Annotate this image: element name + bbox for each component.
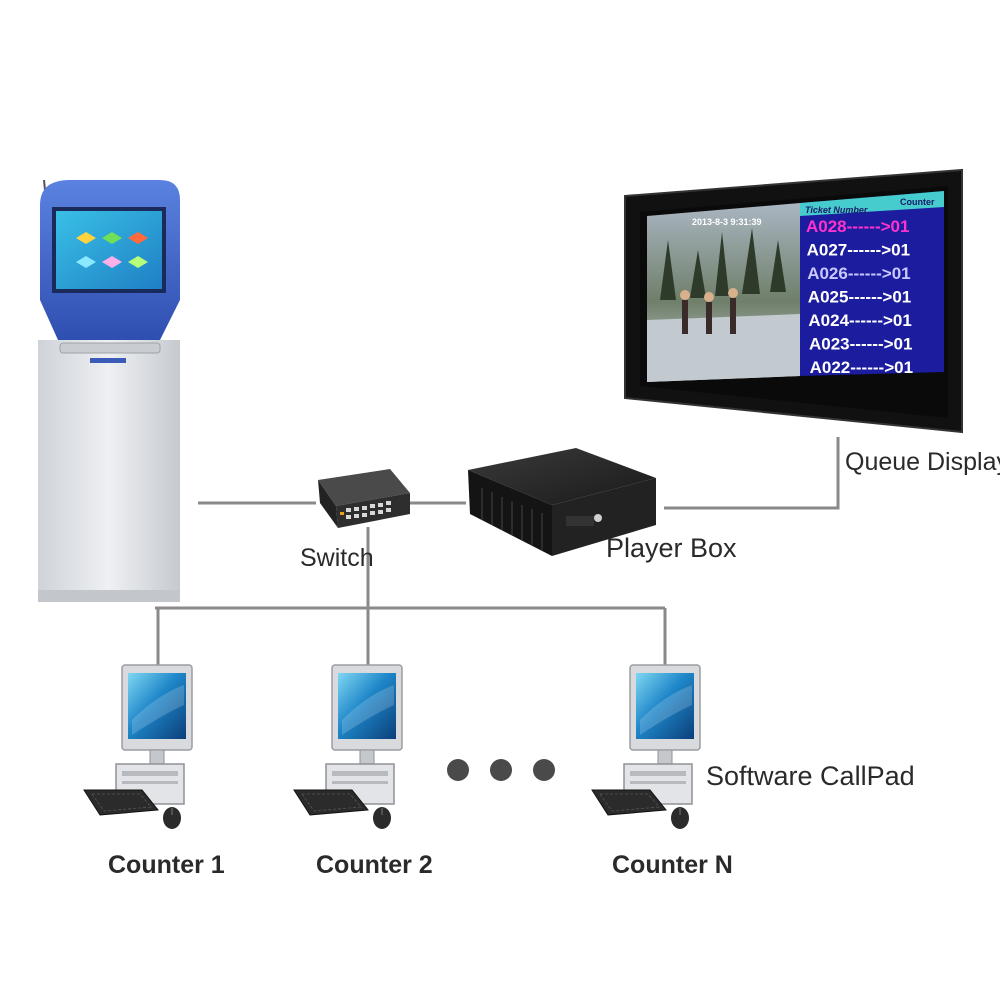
queue-display-label: Queue Display (845, 448, 1000, 476)
ellipsis-icon (447, 759, 555, 781)
display-clock: 2013-8-3 9:31:39 (692, 217, 762, 227)
counter-2-computer: Counter 2 (293, 664, 433, 879)
counter-1-computer: Counter 1 (83, 664, 225, 879)
queue-row: A028------>01 (806, 217, 909, 236)
queue-row: A023------>01 (809, 335, 912, 354)
counter-1-label: Counter 1 (108, 851, 225, 879)
lcd-display-icon: 2013-8-3 9:31:39 Ticket Number Counter A… (624, 168, 963, 434)
media-player-box-icon (468, 448, 656, 556)
queue-row: A027------>01 (807, 241, 910, 260)
queue-rows: A028------>01A027------>01A026------>01A… (806, 217, 913, 377)
counter-n-label: Counter N (612, 851, 733, 879)
player-box-label: Player Box (606, 533, 737, 563)
queue-row: A022------>01 (810, 358, 913, 377)
desktop-computer-icon (591, 664, 701, 830)
connection-lines (155, 437, 840, 668)
video-scene (647, 228, 800, 382)
display-header-counter: Counter (900, 197, 935, 207)
network-switch-icon (318, 469, 410, 528)
line-player-box-to-display (664, 437, 840, 510)
software-callpad-label: Software CallPad (706, 761, 915, 791)
desktop-computer-icon (293, 664, 403, 830)
queue-row: A026------>01 (807, 264, 910, 283)
switch-label: Switch (300, 544, 374, 572)
counter-n-computer: Counter N (591, 664, 733, 879)
queue-row: A024------>01 (808, 311, 911, 330)
queue-row: A025------>01 (808, 288, 911, 307)
kiosk-icon (38, 179, 180, 602)
display-header-ticket: Ticket Number (805, 205, 868, 215)
desktop-computer-icon (83, 664, 193, 830)
counter-2-label: Counter 2 (316, 851, 433, 879)
